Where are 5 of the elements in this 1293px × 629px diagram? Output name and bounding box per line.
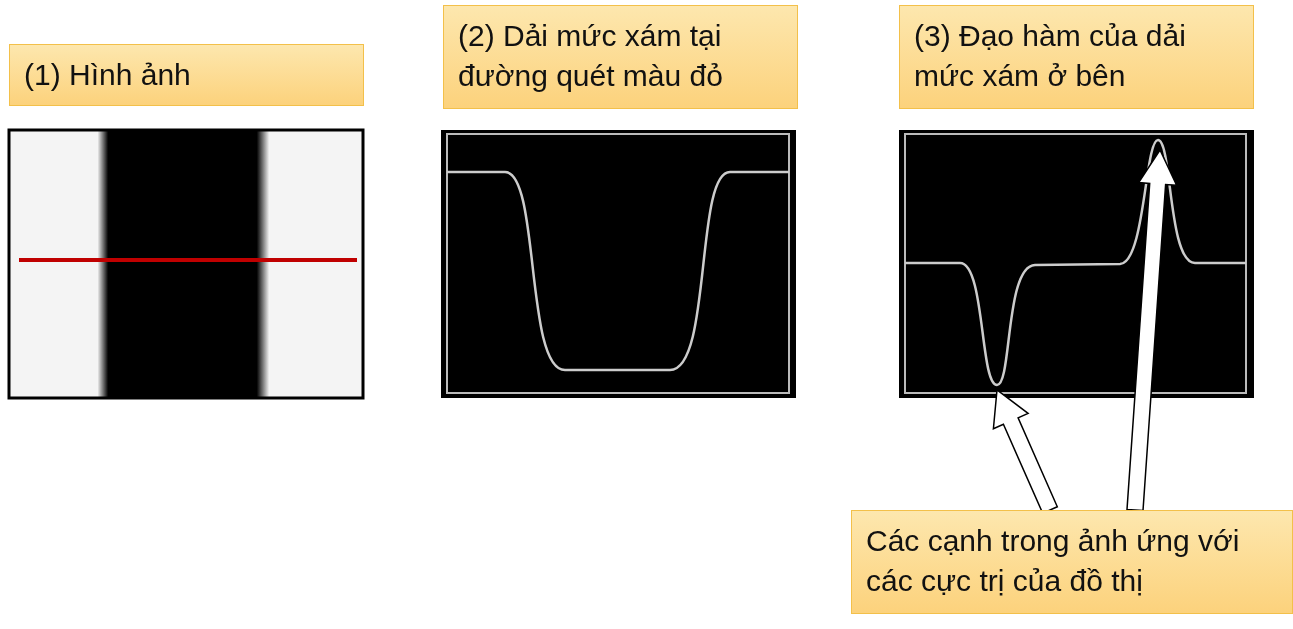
block-arrow: [1126, 148, 1178, 512]
caption-box: (2) Dải mức xám tại đường quét màu đỏ: [443, 5, 798, 109]
caption-box: (3) Đạo hàm của dải mức xám ở bên: [899, 5, 1254, 109]
callout-box: Các cạnh trong ảnh ứng với các cực trị của đồ thị: [851, 510, 1293, 614]
caption-box: (1) Hình ảnh: [9, 44, 364, 106]
